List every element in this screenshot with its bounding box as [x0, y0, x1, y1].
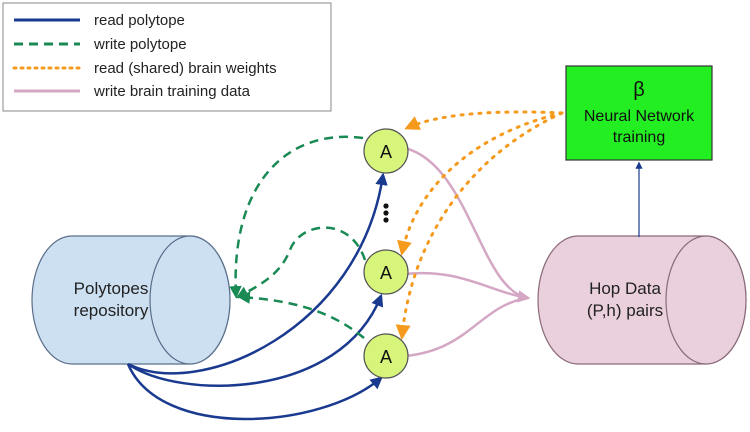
- agent3-to-repo-edge: [237, 291, 365, 339]
- repository-end-cap: [149, 235, 231, 365]
- legend-label-read-brain-weights: read (shared) brain weights: [94, 60, 277, 77]
- agent-2: A: [363, 249, 409, 295]
- repo-to-agent2-edge: [127, 293, 384, 387]
- agent-3: A: [363, 333, 409, 379]
- repository-label-line1: Polytopes: [74, 279, 149, 298]
- agent3-to-hop-edge: [404, 296, 529, 358]
- agent2-to-hop-edge: [404, 271, 529, 300]
- hop-data-end-cap: [665, 235, 747, 365]
- network-label-line1: Neural Network: [584, 108, 695, 125]
- agent-1-circle: [363, 128, 409, 174]
- agent-3-circle: [363, 333, 409, 379]
- read-polytope-edges: [126, 172, 388, 421]
- hop-data-label-line2: (P,h) pairs: [587, 301, 663, 320]
- ellipsis-dot-3: [383, 217, 389, 223]
- hop-data-label-line1: Hop Data: [589, 279, 661, 298]
- write-training-data-edges: [404, 146, 531, 358]
- agent-2-label: A: [380, 263, 392, 283]
- network-to-agent1-edge: [404, 110, 564, 130]
- repository-label-line2: repository: [74, 301, 149, 320]
- agent-2-circle: [363, 249, 409, 295]
- agent1-to-hop-edge: [404, 146, 531, 303]
- polytopes-repository: Polytopes repository: [31, 235, 231, 365]
- legend: read polytope write polytope read (share…: [2, 2, 332, 112]
- agent2-to-repo-edge: [235, 226, 367, 299]
- legend-label-read-polytope: read polytope: [94, 12, 185, 29]
- network-to-agent2-edge: [397, 111, 564, 256]
- network-label-line2: training: [613, 129, 665, 146]
- legend-label-write-training-data: write brain training data: [93, 83, 251, 100]
- write-polytope-edges: [229, 135, 367, 339]
- legend-label-write-polytope: write polytope: [93, 36, 187, 53]
- network-to-agent3-edge: [395, 111, 564, 340]
- network-beta-symbol: β: [633, 79, 645, 101]
- neural-network-training: β Neural Network training: [565, 65, 713, 161]
- agent-3-label: A: [380, 347, 392, 367]
- read-brain-weights-edges: [395, 110, 564, 340]
- agent1-to-repo-edge: [229, 135, 364, 299]
- hop-data-store: Hop Data (P,h) pairs: [537, 235, 747, 365]
- agent-1-label: A: [380, 142, 392, 162]
- repo-to-agent3-edge: [126, 363, 383, 421]
- agent-1: A: [363, 128, 409, 174]
- network-box: [565, 65, 713, 161]
- agents-ellipsis: [383, 203, 389, 223]
- repo-to-agent1-edge: [127, 172, 388, 375]
- ellipsis-dot-1: [383, 203, 389, 209]
- ellipsis-dot-2: [383, 210, 389, 216]
